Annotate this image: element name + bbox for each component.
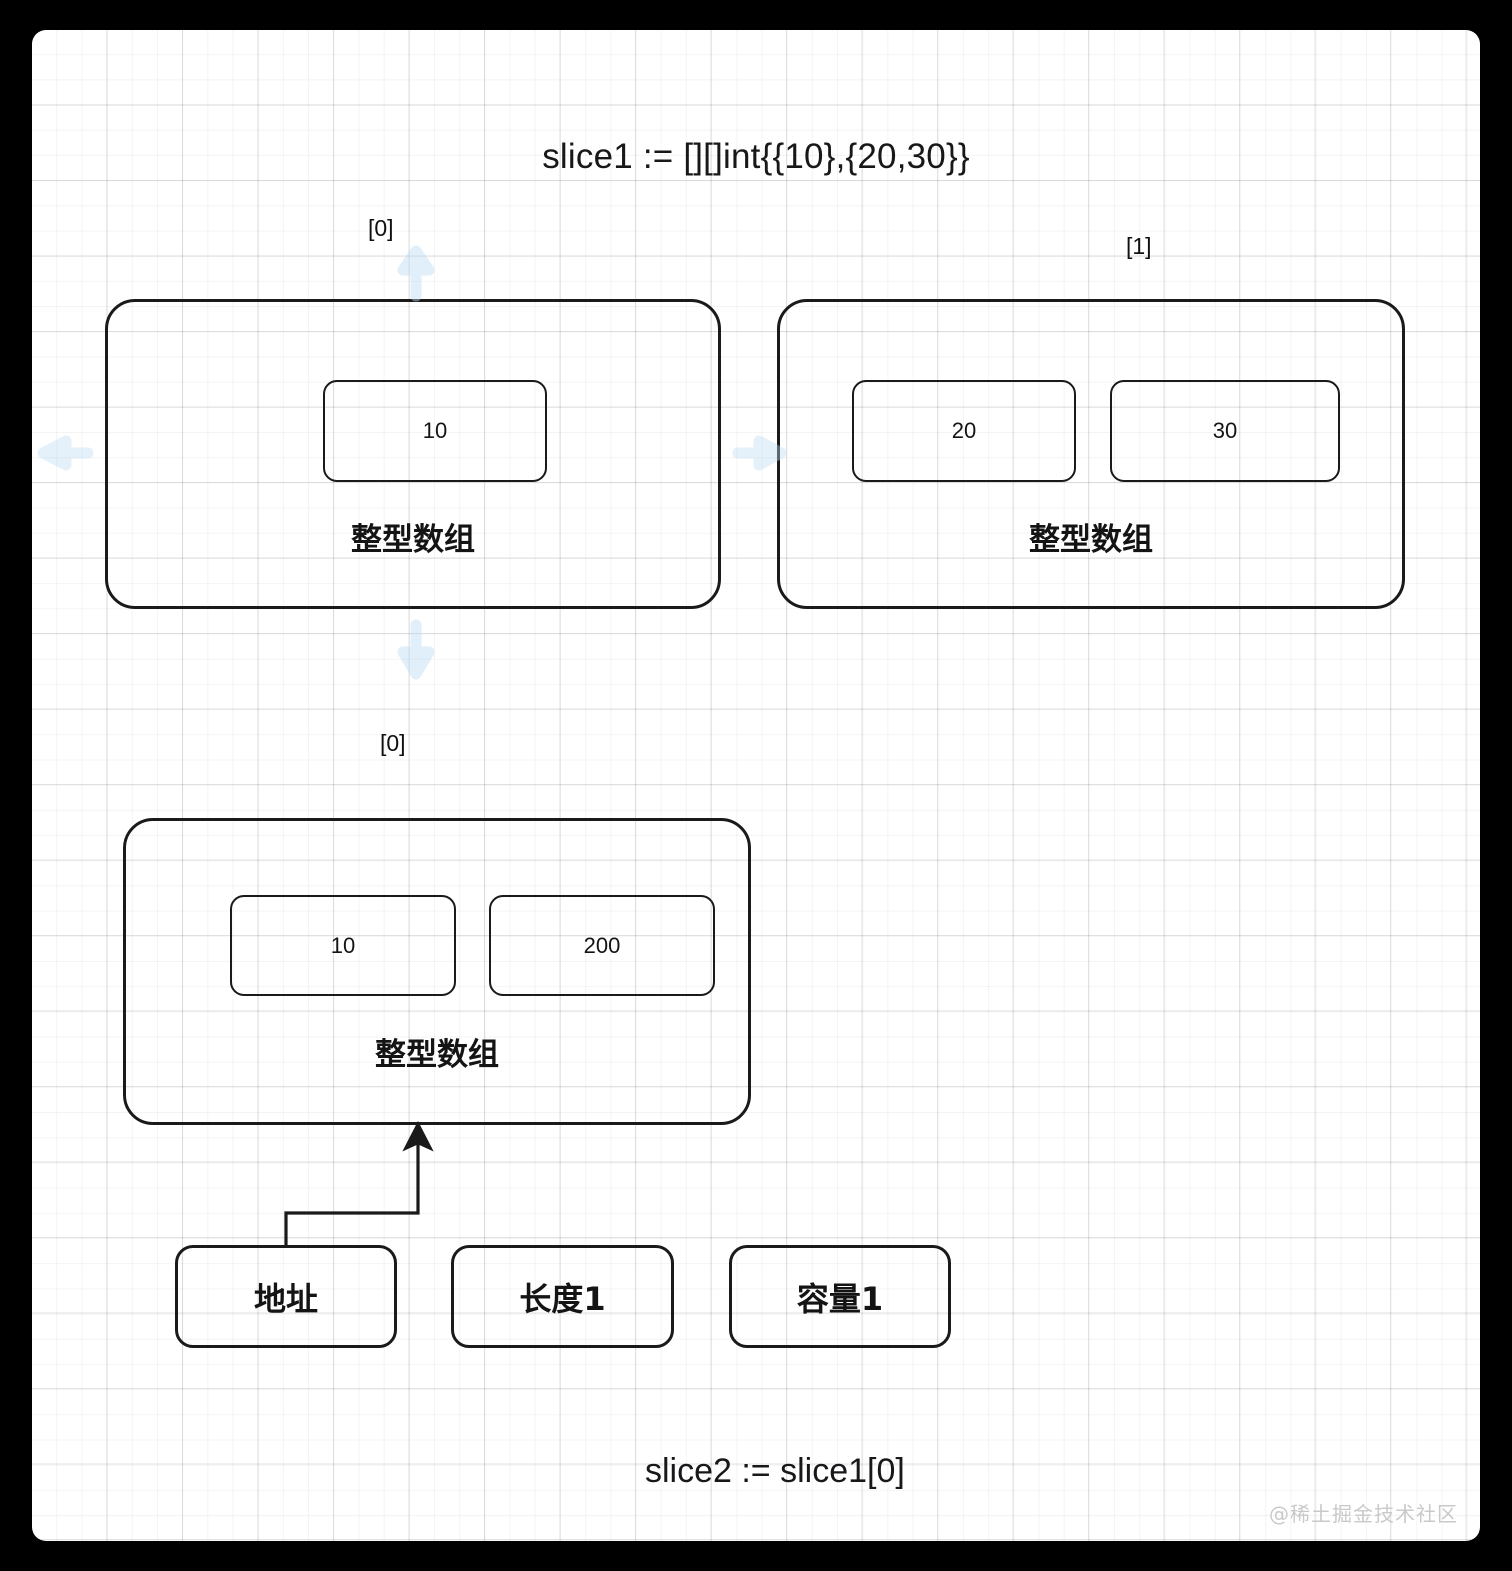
array-cell: 20	[852, 380, 1076, 482]
array-cell: 30	[1110, 380, 1340, 482]
array-box-slice1-1: 20 30 整型数组	[777, 299, 1405, 609]
array-box-slice2-backing: 10 200 整型数组	[123, 818, 751, 1125]
index-label-mid-left: [0]	[380, 730, 406, 756]
array-cell: 10	[230, 895, 456, 996]
index-label-top-left: [0]	[368, 215, 394, 241]
watermark-text: @稀土掘金技术社区	[1269, 1502, 1458, 1526]
pointer-arrow-right-icon	[732, 435, 787, 471]
array-cell: 200	[489, 895, 715, 996]
bottom-code-block: slice2 := slice1[0] slice2 = append(slic…	[32, 1404, 1480, 1541]
title-code-text: slice1 := [][]int{{10},{20,30}}	[542, 137, 970, 176]
pointer-arrow-left-icon	[37, 435, 94, 471]
index-label-top-right: [1]	[1126, 233, 1152, 259]
array-cell: 10	[323, 380, 547, 482]
diagram-canvas: slice1 := [][]int{{10},{20,30}} [0] [1] …	[32, 30, 1480, 1541]
slice-field-length[interactable]: 长度1	[451, 1245, 674, 1348]
array-caption: 整型数组	[375, 1037, 499, 1073]
slice-field-address[interactable]: 地址	[175, 1245, 397, 1348]
slice-field-capacity[interactable]: 容量1	[729, 1245, 951, 1348]
pointer-arrow-up-icon	[397, 245, 435, 302]
array-box-slice1-0: 10 整型数组	[105, 299, 721, 609]
array-caption: 整型数组	[1029, 522, 1153, 558]
array-caption: 整型数组	[351, 522, 475, 558]
bottom-code-line-1: slice2 := slice1[0]	[644, 1452, 905, 1490]
address-pointer-connector	[284, 1121, 434, 1246]
pointer-arrow-down-icon	[397, 619, 435, 680]
